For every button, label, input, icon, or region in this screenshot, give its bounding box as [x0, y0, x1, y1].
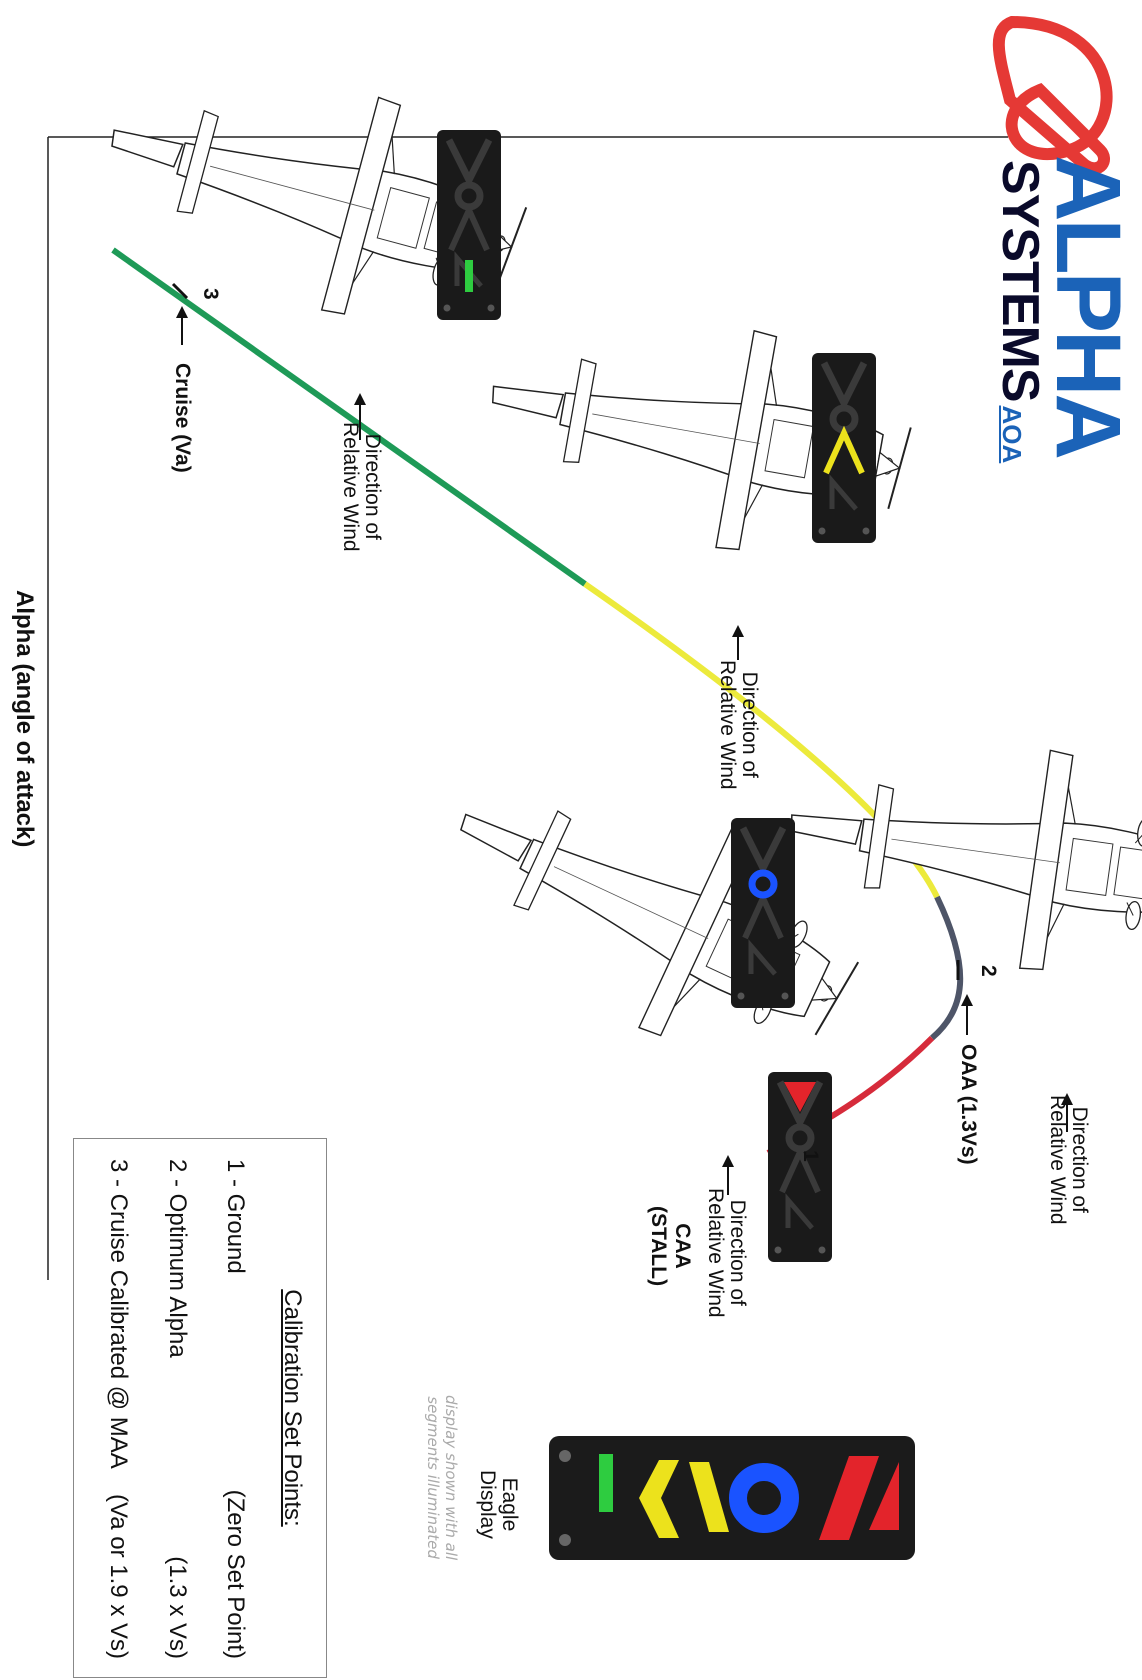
aircraft-stall: [415, 724, 887, 1100]
legend-box: Calibration Set Points: 1 - Ground (Zero…: [73, 1138, 327, 1678]
indicator-blue: [731, 818, 795, 1008]
indicator-yellow: [812, 353, 876, 543]
relative-wind-label-1: Direction of Relative Wind: [339, 422, 383, 552]
eagle-green-bar: [599, 1454, 613, 1512]
eagle-display-note: display shown with all segments illumina…: [424, 1395, 460, 1560]
relative-wind-label-3: Direction of Relative Wind: [1046, 1095, 1090, 1225]
indicator-red: [768, 1072, 832, 1262]
set-point-1-number: 1: [798, 1150, 822, 1162]
arrow-oaa: [961, 994, 973, 1035]
eagle-display: [549, 1436, 915, 1560]
set-point-1-label: CAA (STALL): [646, 1206, 694, 1286]
eagle-display-title: Eagle Display: [476, 1470, 520, 1539]
arrow-cruise: [176, 306, 188, 345]
relative-wind-label-4: Direction of Relative Wind: [704, 1188, 748, 1318]
set-point-3-number: 3: [198, 288, 222, 300]
indicator-green: [437, 130, 501, 320]
logo-badge: AOA: [997, 406, 1027, 464]
axis-label-text: Alpha (angle of attack): [11, 590, 38, 847]
relative-wind-arrow-2: [732, 625, 744, 660]
set-point-3-label: Cruise (Va): [170, 363, 194, 473]
curve-gray-segment: [932, 897, 960, 1038]
logo-sub: SYSTEMS AOA: [990, 160, 1050, 463]
axis-label: Alpha (angle of attack): [10, 590, 38, 847]
relative-wind-label-2: Direction of Relative Wind: [716, 660, 760, 790]
legend-title: Calibration Set Points:: [279, 1289, 306, 1526]
logo-sub-text: SYSTEMS: [991, 160, 1049, 402]
set-point-2-label: OAA (1.3Vs): [956, 1044, 980, 1165]
set-point-2-number: 2: [976, 965, 1000, 977]
logo-alpha-icon: [999, 22, 1107, 168]
logo: ALPHA: [1035, 155, 1140, 457]
logo-main-text: ALPHA: [1037, 155, 1139, 457]
